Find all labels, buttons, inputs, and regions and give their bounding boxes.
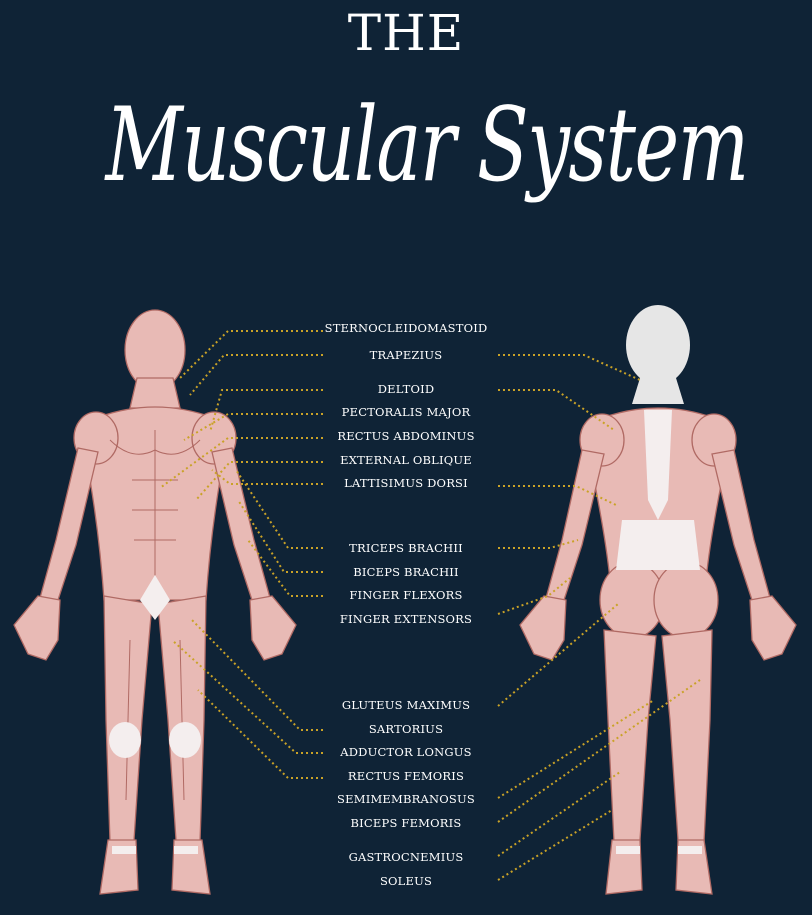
label-sartorius: SARTORIUS [300, 722, 512, 736]
label-triceps-brachii: TRICEPS BRACHII [300, 541, 512, 555]
label-pectoralis-major: PECTORALIS MAJOR [300, 405, 512, 419]
label-semimembranosus: SEMIMEMBRANOSUS [300, 792, 512, 806]
label-soleus: SOLEUS [300, 874, 512, 888]
label-gluteus-maximus: GLUTEUS MAXIMUS [300, 698, 512, 712]
label-trapezius: TRAPEZIUS [300, 348, 512, 362]
label-finger-extensors: FINGER EXTENSORS [300, 612, 512, 626]
label-deltoid: DELTOID [300, 382, 512, 396]
back-figure-head [626, 305, 690, 404]
label-external-oblique: EXTERNAL OBLIQUE [300, 453, 512, 467]
label-rectus-abdominus: RECTUS ABDOMINUS [300, 429, 512, 443]
label-biceps-femoris: BICEPS FEMORIS [300, 816, 512, 830]
label-biceps-brachii: BICEPS BRACHII [300, 565, 512, 579]
label-lattisimus-dorsi: LATTISIMUS DORSI [300, 476, 512, 490]
label-gastrocnemius: GASTROCNEMIUS [300, 850, 512, 864]
label-rectus-femoris: RECTUS FEMORIS [300, 769, 512, 783]
label-finger-flexors: FINGER FLEXORS [300, 588, 512, 602]
label-sternocleidomastoid: STERNOCLEIDOMASTOID [300, 321, 512, 335]
label-adductor-longus: ADDUCTOR LONGUS [300, 745, 512, 759]
